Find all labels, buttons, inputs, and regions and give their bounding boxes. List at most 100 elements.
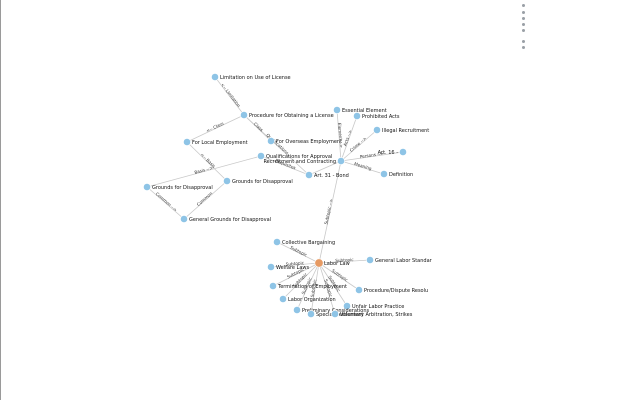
node-dot[interactable] [143,183,151,191]
node-dot[interactable] [183,138,191,146]
graph-edge [340,151,404,162]
graph-node-illegal-recruitment[interactable]: Illegal Recruitment [373,126,429,134]
node-dot[interactable] [380,170,388,178]
node-dot[interactable] [337,157,345,165]
node-dot[interactable] [240,111,248,119]
node-dot[interactable] [314,258,324,268]
toolbar-dot-icon[interactable] [522,4,525,7]
node-dot[interactable] [331,310,339,318]
node-label: Termination of Employment [277,284,347,290]
graph-node-qualifications[interactable]: Qualifications for Approval [257,152,332,160]
graph-node-welfare-laws[interactable]: Welfare Laws [267,263,309,271]
node-dot[interactable] [257,152,265,160]
graph-edge [318,160,342,264]
graph-node-prohibited-acts[interactable]: Prohibited Acts [353,112,400,120]
node-dot[interactable] [267,137,275,145]
graph-node-termination[interactable]: Termination of Employment [269,282,347,290]
node-dot[interactable] [353,112,361,120]
node-label: Welfare Laws [276,265,309,271]
node-label: Definition [389,172,413,178]
node-label: Prohibited Acts [362,114,400,120]
graph-edge [308,160,342,176]
node-label: Procedure for Obtaining a License [249,113,334,119]
toolbar-dot-icon[interactable] [522,46,525,49]
node-dot[interactable] [269,282,277,290]
graph-node-procedure-dispute[interactable]: Procedure/Dispute Resolu [355,286,428,294]
node-dot[interactable] [223,177,231,185]
toolbar-dot-icon[interactable] [522,17,525,20]
graph-edge [186,141,228,182]
graph-edge [146,186,185,220]
graph-node-local-employment[interactable]: For Local Employment [183,138,248,146]
node-label: For Local Employment [192,140,248,146]
node-dot[interactable] [273,238,281,246]
graph-node-general-grounds[interactable]: General Grounds for Disapproval [180,215,271,223]
node-dot[interactable] [293,306,301,314]
graph-edge [276,241,320,264]
edge-label: Common [196,191,214,207]
node-label: General Labor Standar [375,258,433,264]
node-label: Procedure/Dispute Resolu [364,288,428,294]
node-dot[interactable] [279,295,287,303]
graph-node-voluntary-arbitration[interactable]: Voluntary Arbitration, Strikes [331,310,413,318]
toolbar-dot-icon[interactable] [522,23,525,26]
graph-edge [272,262,320,287]
graph-node-overseas-employment[interactable]: For Overseas Employment [267,137,342,145]
node-dot[interactable] [305,171,313,179]
node-dot[interactable] [333,106,341,114]
graph-edge [183,180,228,220]
node-dot[interactable] [343,302,351,310]
node-dot[interactable] [399,148,407,156]
edge-label: Acts --> [342,129,353,147]
graph-node-essential-element[interactable]: Essential Element [333,106,387,114]
toolbar-dot-icon[interactable] [522,40,525,43]
edge-label: Persons --> [359,151,384,159]
graph-node-general-labor-standard[interactable]: General Labor Standar [366,256,433,264]
graph-edge [282,262,320,300]
node-label: Labor Organization [288,297,336,303]
node-dot[interactable] [307,310,315,318]
graph-edge [340,115,358,162]
graph-node-labor-law[interactable]: Labor Law [314,258,350,268]
graph-node-recruitment[interactable]: Recruitment and Contracting [263,157,345,165]
node-label: Limitation on Use of License [220,75,291,81]
node-dot[interactable] [180,215,188,223]
edge-label: Subtopic [310,278,318,298]
graph-node-unfair-labor-practice[interactable]: Unfair Labor Practice [343,302,404,310]
edge-label: Subtopic [289,245,308,258]
node-label: Essential Element [342,108,387,114]
node-label: For Overseas Employment [276,139,342,145]
graph-node-labor-organization[interactable]: Labor Organization [279,295,336,303]
edge-label: Subtopic --> [323,198,334,225]
node-dot[interactable] [211,73,219,81]
graph-node-procedure-license[interactable]: Procedure for Obtaining a License [240,111,334,119]
graph-edge [336,109,342,162]
graph-node-limitation[interactable]: Limitation on Use of License [211,73,291,81]
graph-node-grounds-disapproval-a[interactable]: Grounds for Disapproval [223,177,293,185]
edge-label: Subtopic [323,279,333,299]
node-dot[interactable] [373,126,381,134]
edge-label: Crime --> [349,136,368,153]
graph-node-special-settlement[interactable]: Special Settlement [307,310,363,318]
graph-node-definition[interactable]: Definition [380,170,413,178]
graph-edge [296,262,320,311]
toolbar-dot-icon[interactable] [522,11,525,14]
graph-node-art16[interactable]: Art. 16 - [378,148,407,156]
graph-edge [318,262,360,291]
graph-node-art31[interactable]: Art. 31 - Bond [305,171,349,179]
graph-edge [318,262,336,315]
edge-label: <-- Class [205,121,224,134]
node-label: Qualifications for Approval [266,154,332,160]
graph-edge [243,114,310,176]
graph-node-grounds-disapproval-b[interactable]: Grounds for Disapproval [143,183,213,191]
node-dot[interactable] [267,263,275,271]
node-dot[interactable] [366,256,374,264]
toolbar-dot-icon[interactable] [522,29,525,32]
graph-node-collective-bargaining[interactable]: Collective Bargaining [273,238,335,246]
graph-edge [310,262,320,315]
graph-edge [318,259,371,264]
node-dot[interactable] [355,286,363,294]
